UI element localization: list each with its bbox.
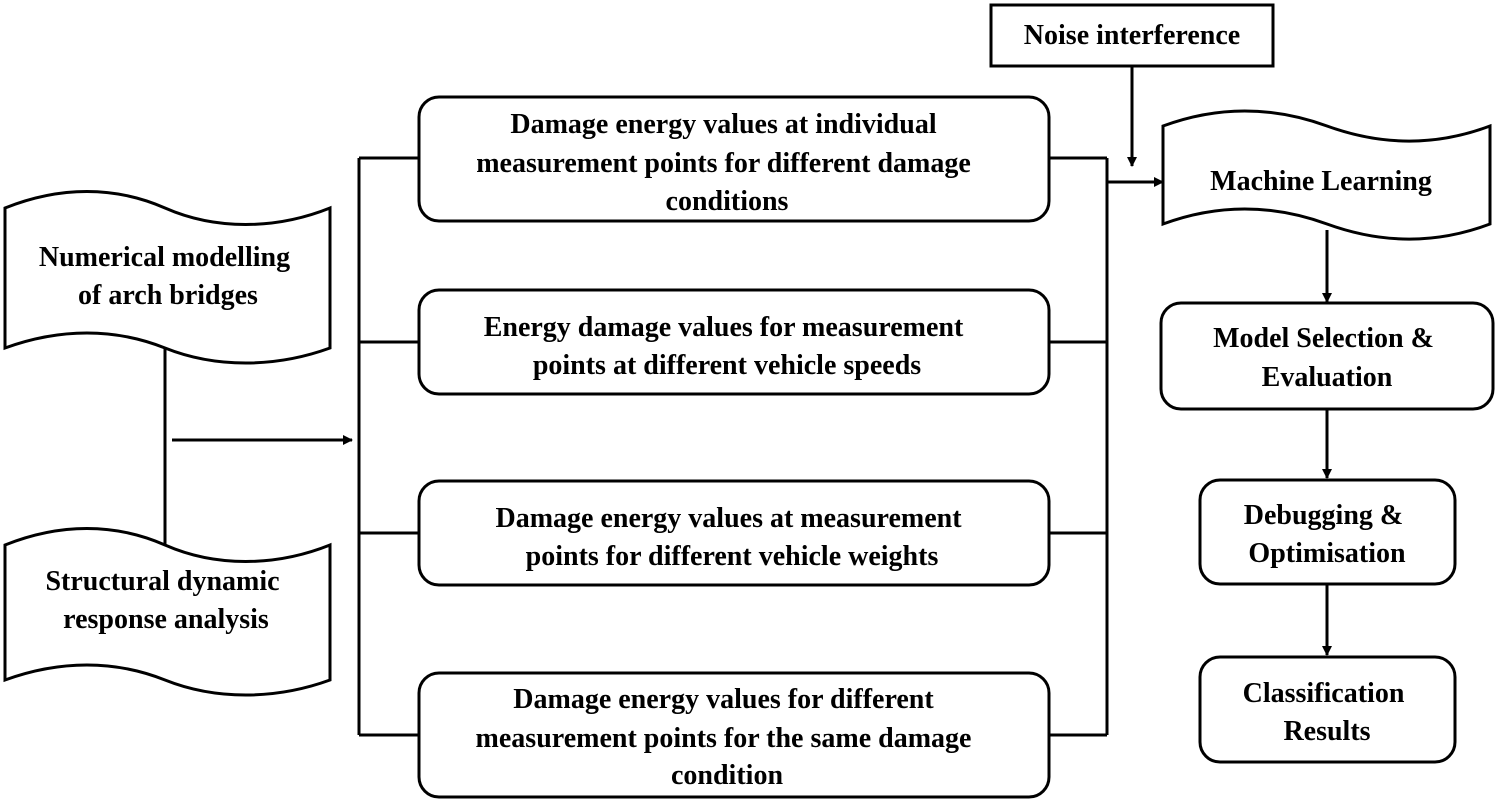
connectors [163,67,1332,737]
noise-label: Noise interference [1024,20,1240,51]
energy-speeds-label: Energy damage values for measurement poi… [484,312,971,381]
damage-same-label: Damage energy values for different measu… [476,684,979,791]
document-shape [3,190,332,365]
damage-same-node: Damage energy values for different measu… [417,671,1051,799]
rounded-box [1198,655,1457,764]
rounded-box [417,479,1051,587]
damage-weights-node: Damage energy values at measurement poin… [417,479,1051,587]
damage-individual-label: Damage energy values at individual measu… [476,109,978,217]
damage-weights-label: Damage energy values at measurement poin… [495,503,968,572]
machine-learning-node: Machine Learning [1161,109,1492,241]
rounded-box [417,671,1051,799]
classification-node: Classification Results [1198,655,1457,764]
energy-speeds-node: Energy damage values for measurement poi… [417,288,1051,396]
machine-learning-label: Machine Learning [1210,166,1432,197]
document-shape [1161,109,1492,241]
model-selection-node: Model Selection & Evaluation [1159,301,1495,411]
document-shape [3,527,332,697]
numerical-modelling-node: Numerical modelling of arch bridges [3,190,332,365]
debugging-node: Debugging & Optimisation [1198,478,1457,586]
rounded-box [417,95,1051,223]
classification-label: Classification Results [1243,678,1412,747]
structural-analysis-node: Structural dynamic response analysis [3,527,332,697]
noise-node: Noise interference [989,3,1275,68]
plain-box [989,3,1275,68]
rounded-box [417,288,1051,396]
model-selection-label: Model Selection & Evaluation [1213,323,1441,393]
debugging-label: Debugging & Optimisation [1244,500,1410,569]
damage-individual-node: Damage energy values at individual measu… [417,95,1051,223]
numerical-modelling-label: Numerical modelling of arch bridges [39,242,297,311]
rounded-box [1159,301,1495,411]
rounded-box [1198,478,1457,586]
structural-analysis-label: Structural dynamic response analysis [45,566,286,635]
